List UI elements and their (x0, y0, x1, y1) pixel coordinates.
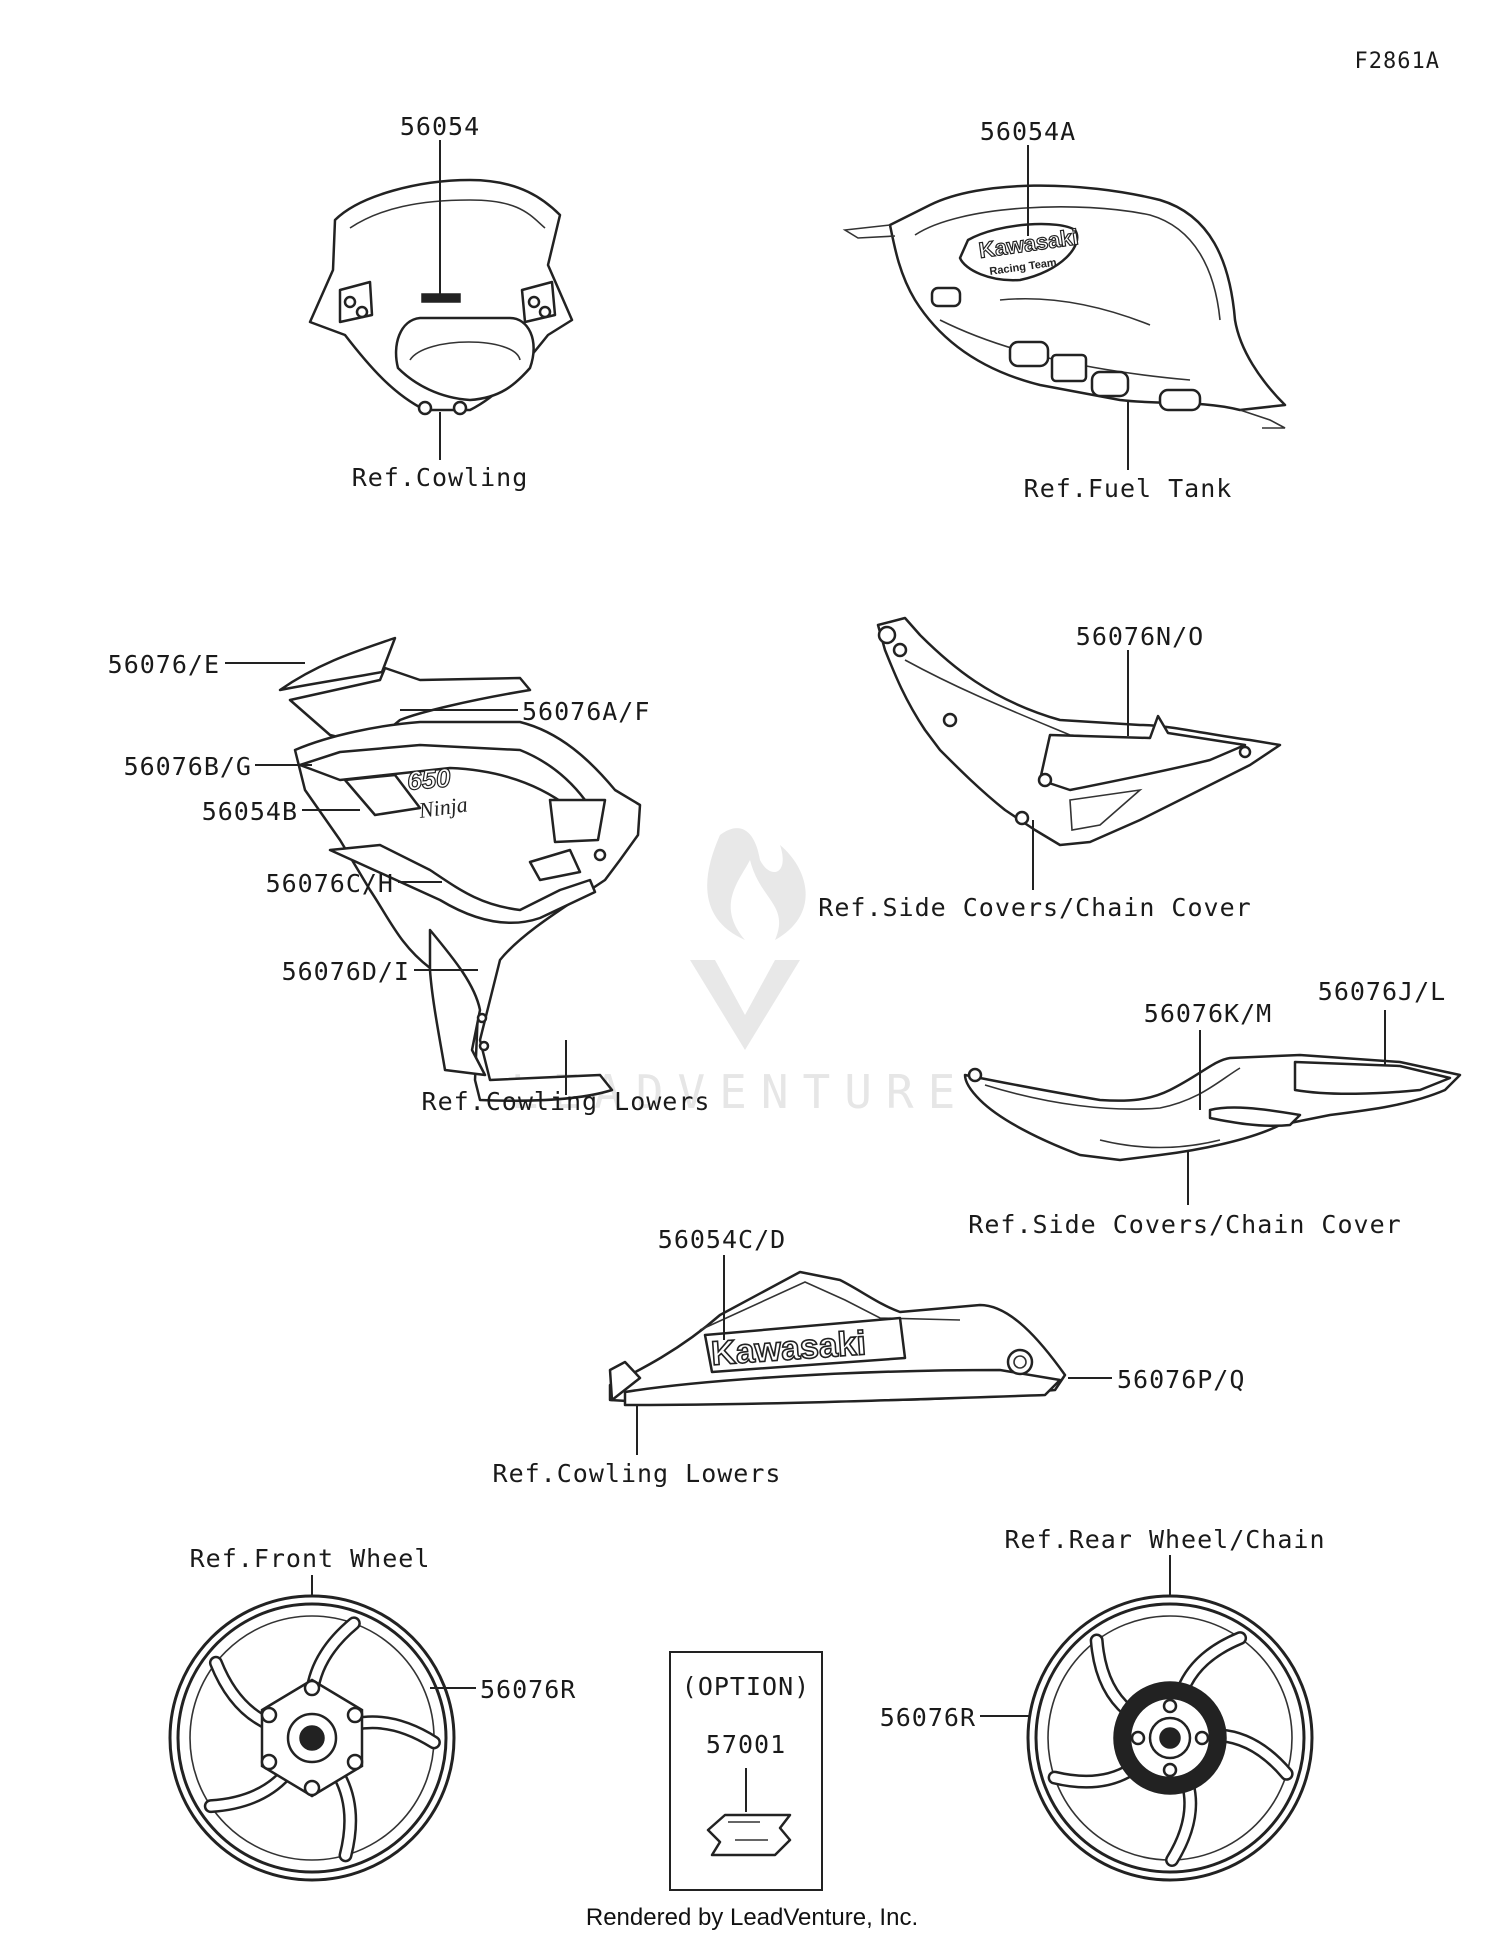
wheel-spoke-inner (1167, 1780, 1195, 1865)
decal-56076A-F (288, 666, 532, 747)
decal-56076-E (278, 636, 397, 692)
wheel-spoke-inner (350, 1717, 439, 1747)
label-56076-E: 56076/E (108, 650, 220, 679)
wheel-spoke-inner (1092, 1636, 1133, 1716)
label-56054A: 56054A (980, 117, 1076, 146)
label-ref-cowling-lowers-2: Ref.Cowling Lowers (493, 1459, 782, 1488)
upper-cowling-group (308, 178, 574, 416)
decal-56076N-O (1038, 714, 1247, 792)
wheel-spoke-inner (206, 1769, 291, 1811)
rear-wheel-group (1026, 1594, 1314, 1882)
label-ref-rear-wheel: Ref.Rear Wheel/Chain (1004, 1525, 1325, 1554)
decal-56076R-rear (1034, 1602, 1306, 1874)
diagram-id: F2861A (1355, 49, 1440, 74)
fuel-tank-group: Kawasaki Racing Team (842, 184, 1287, 429)
label-56076B-G: 56076B/G (124, 752, 252, 781)
lower-cowling-group: Kawasaki (608, 1270, 1067, 1407)
label-56054: 56054 (400, 112, 480, 141)
label-ref-side-covers-2: Ref.Side Covers/Chain Cover (968, 1210, 1401, 1239)
label-56076K-M: 56076K/M (1144, 999, 1272, 1028)
decal-56076P-Q (623, 1368, 1062, 1407)
decal-56076C-H (328, 843, 597, 925)
label-56076N-O: 56076N/O (1076, 622, 1204, 651)
decal-56054C-D (703, 1316, 907, 1374)
label-56076D-I: 56076D/I (282, 957, 410, 986)
decal-56054B (343, 773, 422, 817)
label-ref-side-covers-1: Ref.Side Covers/Chain Cover (818, 893, 1251, 922)
label-57001: 57001 (706, 1730, 786, 1759)
option-box: (OPTION) 57001 (669, 1651, 823, 1891)
side-cover-group (876, 616, 1282, 847)
label-ref-front-wheel: Ref.Front Wheel (190, 1544, 431, 1573)
label-ref-cowling-lowers-1: Ref.Cowling Lowers (422, 1087, 711, 1116)
decal-56076D-I (428, 928, 487, 1077)
cowling-inner-panel (394, 316, 535, 402)
label-56054B: 56054B (202, 797, 298, 826)
tank-kawasaki-emblem (958, 222, 1079, 282)
label-56076R-front: 56076R (480, 1675, 576, 1704)
side-cover-part (876, 616, 1282, 847)
label-ref-fuel-tank: Ref.Fuel Tank (1024, 474, 1233, 503)
front-wheel-group (168, 1594, 456, 1882)
label-56076A-F: 56076A/F (522, 697, 650, 726)
wheel-spoke-inner (1215, 1730, 1292, 1779)
rear-wheel-spokes (1047, 1631, 1294, 1867)
tail-cover-group (963, 1053, 1462, 1162)
label-56054C-D: 56054C/D (658, 1225, 786, 1254)
wheel-spoke-inner (1178, 1633, 1245, 1695)
decal-56076K-M (1208, 1106, 1302, 1128)
label-56076C-H: 56076C/H (266, 869, 394, 898)
label-56076J-L: 56076J/L (1318, 977, 1446, 1006)
label-56076R-rear: 56076R (880, 1703, 976, 1732)
label-option: (OPTION) (682, 1672, 810, 1701)
windscreen-decal-mark (421, 293, 461, 303)
fairing-model-text: 650 (406, 762, 452, 796)
wheel-spoke-inner (1050, 1764, 1136, 1787)
side-cowling-group: 650 Ninja (278, 636, 642, 1102)
footer-credit: Rendered by LeadVenture, Inc. (586, 1904, 918, 1931)
part-57001 (706, 1813, 792, 1857)
label-ref-cowling: Ref.Cowling (352, 463, 529, 492)
label-56076P-Q: 56076P/Q (1117, 1365, 1245, 1394)
decal-56076J-L (1293, 1060, 1452, 1096)
decal-56076R-front (176, 1602, 448, 1874)
wheel-spoke-inner (333, 1769, 355, 1860)
